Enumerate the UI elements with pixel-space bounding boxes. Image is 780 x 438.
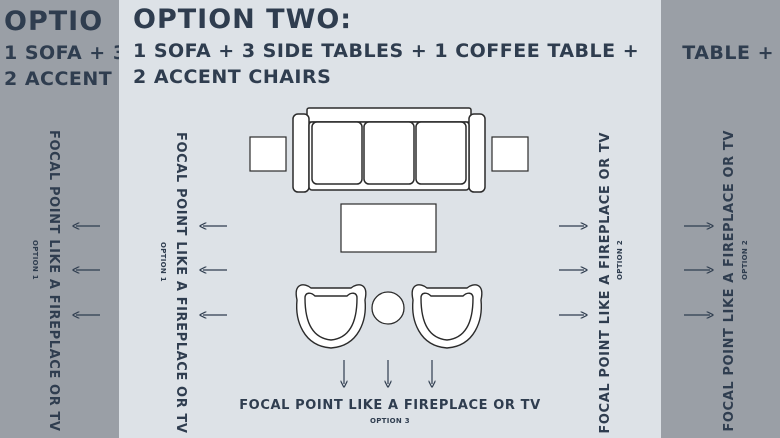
option-1-label: OPTION 1 [159, 242, 167, 282]
focal-point-label-left: FOCAL POINT LIKE A FIREPLACE OR TV [173, 132, 188, 434]
sofa-cushion-1 [311, 121, 363, 185]
layout-option-panel: OPTION TWO: 1 SOFA + 3 SIDE TABLES + 1 C… [119, 0, 661, 438]
background-subtitle-line1-fragment: 1 SOFA + 3 [4, 42, 127, 64]
background-right-subtitle-fragment: TABLE + [682, 42, 774, 64]
background-left-option-label: OPTION 1 [31, 240, 39, 280]
sofa-right-arm [468, 113, 486, 193]
furniture-list-line1: 1 SOFA + 3 SIDE TABLES + 1 COFFEE TABLE … [133, 40, 640, 62]
accent-chair-left-seat [304, 292, 358, 341]
focal-point-label-bottom: FOCAL POINT LIKE A FIREPLACE OR TV [239, 398, 541, 413]
sofa-cushion-2 [363, 121, 415, 185]
coffee-table [340, 203, 437, 253]
focal-point-label-right: FOCAL POINT LIKE A FIREPLACE OR TV [598, 132, 613, 434]
round-side-table [371, 291, 405, 325]
sofa-back [306, 107, 472, 123]
option-3-label: OPTION 3 [370, 417, 410, 425]
sofa [292, 107, 486, 193]
floor-plan-diagram [119, 107, 661, 438]
side-table-right [491, 136, 529, 172]
accent-chair-right-seat [420, 292, 474, 341]
side-table-left [249, 136, 287, 172]
option-title: OPTION TWO: [133, 4, 353, 35]
accent-chair-right [411, 284, 483, 349]
option-2-label: OPTION 2 [616, 240, 624, 280]
sofa-cushion-3 [415, 121, 467, 185]
accent-chair-left [295, 284, 367, 349]
sofa-left-arm [292, 113, 310, 193]
furniture-list-line2: 2 ACCENT CHAIRS [133, 66, 332, 88]
background-left-focal-label: FOCAL POINT LIKE A FIREPLACE OR TV [46, 130, 61, 432]
background-subtitle-line2-fragment: 2 ACCENT [4, 68, 113, 90]
background-title-fragment: OPTIO [4, 6, 104, 37]
